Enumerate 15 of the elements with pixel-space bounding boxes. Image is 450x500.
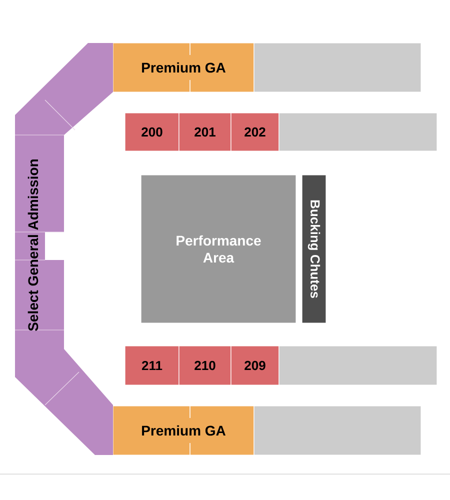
seating-block bbox=[254, 406, 422, 456]
bucking-chutes: Bucking Chutes bbox=[302, 174, 326, 324]
premium-section: Premium GA bbox=[112, 406, 254, 456]
seating-section: 209 bbox=[230, 346, 280, 386]
seating-section: 210 bbox=[178, 346, 232, 386]
seating-section: 201 bbox=[178, 112, 232, 152]
seating-section: 211 bbox=[124, 346, 180, 386]
admission-section: Select General Admission bbox=[14, 43, 113, 455]
performance-area: Performance Area bbox=[140, 174, 296, 324]
seating-section: 202 bbox=[230, 112, 280, 152]
seating-block bbox=[278, 346, 438, 386]
seating-section: 200 bbox=[124, 112, 180, 152]
seating-block bbox=[254, 42, 422, 92]
seating-block bbox=[278, 112, 438, 152]
premium-section: Premium GA bbox=[112, 42, 254, 92]
